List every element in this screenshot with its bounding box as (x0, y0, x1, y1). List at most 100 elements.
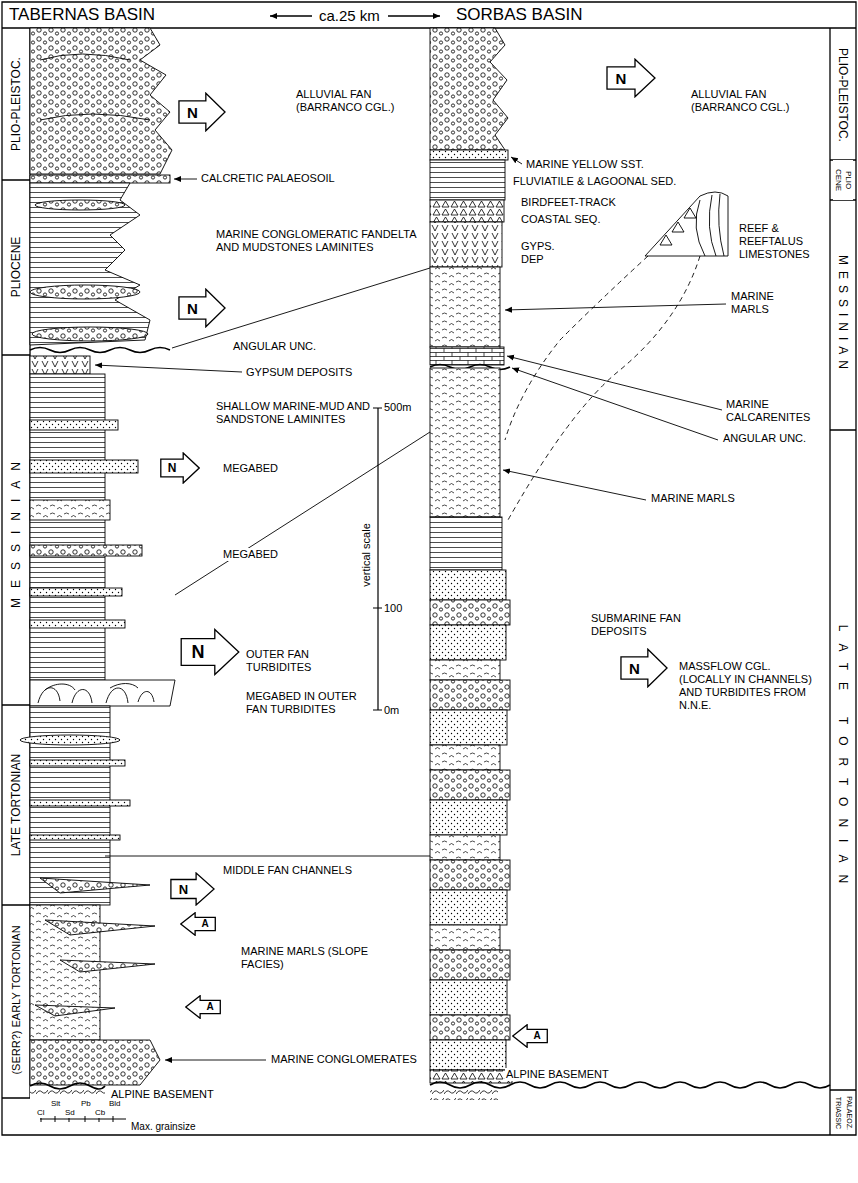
arrow-path (181, 629, 239, 674)
basin-title: TABERNAS BASIN (8, 5, 156, 25)
age-label: LATE TORTONIAN (9, 753, 23, 857)
age-label: (SERR?) EARLY TORTONIAN (10, 924, 23, 1075)
arrow-path (186, 996, 221, 1019)
age-label: LATE TORTONIAN (836, 624, 850, 896)
facies-label: COASTAL SEQ. (520, 213, 601, 226)
flow-direction-arrow: A (185, 995, 221, 1019)
arrow-path (179, 289, 225, 327)
age-label: MESSINIAN (836, 254, 850, 376)
arrow-outline (620, 648, 668, 688)
tabernas-column (20, 28, 175, 1098)
scale-label: 500m (383, 401, 413, 414)
flow-direction-arrow: N (620, 648, 668, 688)
correlation-lines (105, 268, 430, 856)
arrow-outline (170, 872, 215, 906)
flow-direction-arrow: A (512, 1024, 548, 1048)
facies-label: MARINE MARLS (SLOPE FACIES) (240, 945, 382, 971)
direction-letter: A (527, 1031, 547, 1041)
facies-label: OUTER FAN TURBIDITES (245, 648, 337, 674)
facies-label: MARINE YELLOW SST. (525, 158, 645, 171)
direction-letter: N (621, 661, 648, 676)
direction-letter: N (181, 643, 215, 661)
arrow-outline (512, 1024, 548, 1048)
scale-title: vertical scale (360, 522, 373, 588)
age-label: PLIO-PLEISTOC. (9, 56, 23, 152)
facies-label: MEGABED IN OUTER FAN TURBIDITES (245, 690, 367, 716)
grainsize-label: Cl (36, 1108, 46, 1118)
facies-label: ALPINE BASEMENT (505, 1068, 610, 1081)
direction-letter: A (200, 1002, 220, 1012)
facies-label: MARINE CALCARENITES (725, 398, 827, 424)
flow-direction-arrow: N (178, 288, 226, 328)
grainsize-label: Slt (50, 1099, 61, 1109)
age-label: PLIO-PLEISTOC. (836, 47, 850, 143)
arrow-outline (180, 628, 240, 676)
facies-label: MARINE MARLS (730, 290, 802, 316)
facies-label: MASSFLOW CGL. (LOCALLY IN CHANNELS) AND … (678, 660, 825, 712)
arrow-path (607, 59, 655, 97)
facies-label: SHALLOW MARINE-MUD AND SANDSTONE LAMINIT… (215, 400, 372, 426)
arrow-path (621, 649, 667, 687)
grainsize-label: Max. grainsize (130, 1121, 196, 1133)
unconformity-label: ANGULAR UNC. (722, 432, 807, 445)
arrow-path (161, 453, 199, 483)
arrow-outline (180, 912, 216, 936)
grainsize-scale (40, 1116, 126, 1122)
facies-label: FLUVIATILE & LAGOONAL SED. (512, 175, 677, 188)
frame (2, 2, 856, 1135)
facies-label: GYPSUM DEPOSITS (245, 366, 353, 379)
direction-letter: N (179, 105, 206, 120)
arrow-path (181, 913, 216, 936)
arrow-outline (178, 92, 226, 132)
flow-direction-arrow: A (180, 912, 216, 936)
flow-direction-arrow: N (606, 58, 656, 98)
grainsize-label: Bld (108, 1099, 122, 1109)
facies-label: MARINE CONGLOMERATES (270, 1053, 418, 1066)
age-label: PALAEOZ. (845, 1095, 853, 1131)
grainsize-label: Sd (64, 1108, 76, 1118)
arrow-path (513, 1025, 548, 1048)
direction-letter: N (607, 71, 635, 86)
arrow-outline (160, 452, 200, 484)
facies-label: CALCRETIC PALAEOSOIL (200, 172, 336, 185)
arrow-outline (606, 58, 656, 98)
age-label: PLIOCENE (9, 236, 23, 299)
facies-label: GYPS. DEP (520, 240, 570, 266)
facies-label: ALLUVIAL FAN (BARRANCO CGL.) (295, 88, 417, 114)
facies-label: REEF & REEFTALUS LIMESTONES (738, 222, 828, 261)
vertical-scale-bar (373, 408, 382, 710)
grainsize-label: Cb (94, 1108, 106, 1118)
flow-direction-arrow: N (160, 452, 200, 484)
flow-direction-arrow: N (170, 872, 215, 906)
facies-label: ALPINE BASEMENT (110, 1088, 215, 1101)
arrow-outline (185, 995, 221, 1019)
age-label: PLIO CENE (833, 160, 853, 200)
basin-title: SORBAS BASIN (455, 5, 584, 25)
arrow-path (179, 93, 225, 131)
arrow-outline (178, 288, 226, 328)
flow-direction-arrow: N (180, 628, 240, 676)
arrow-path (171, 873, 214, 905)
age-label: TRIASSIC (834, 1096, 842, 1130)
facies-label: SUBMARINE FAN DEPOSITS (590, 612, 702, 638)
facies-label: ALLUVIAL FAN (BARRANCO CGL.) (690, 88, 812, 114)
direction-letter: A (195, 919, 215, 929)
facies-label: BIRDFEET-TRACK (520, 196, 617, 209)
age-label: MESSINIAN (9, 451, 23, 609)
unconformity-label: ANGULAR UNC. (232, 340, 317, 353)
facies-label: MEGABED (222, 462, 279, 475)
facies-label: MARINE CONGLOMERATIC FANDELTA AND MUDSTO… (215, 228, 422, 254)
flow-direction-arrow: N (178, 92, 226, 132)
distance-label: ca.25 km (318, 7, 381, 25)
direction-letter: N (161, 462, 183, 474)
direction-letter: N (171, 883, 196, 896)
direction-letter: N (179, 301, 206, 316)
facies-label: MEGABED (222, 548, 279, 561)
grainsize-label: Pb (80, 1099, 92, 1109)
sorbas-column (430, 28, 830, 1100)
reef-body (505, 192, 728, 520)
facies-label: MARINE MARLS (650, 492, 736, 505)
facies-label: MIDDLE FAN CHANNELS (222, 864, 353, 877)
